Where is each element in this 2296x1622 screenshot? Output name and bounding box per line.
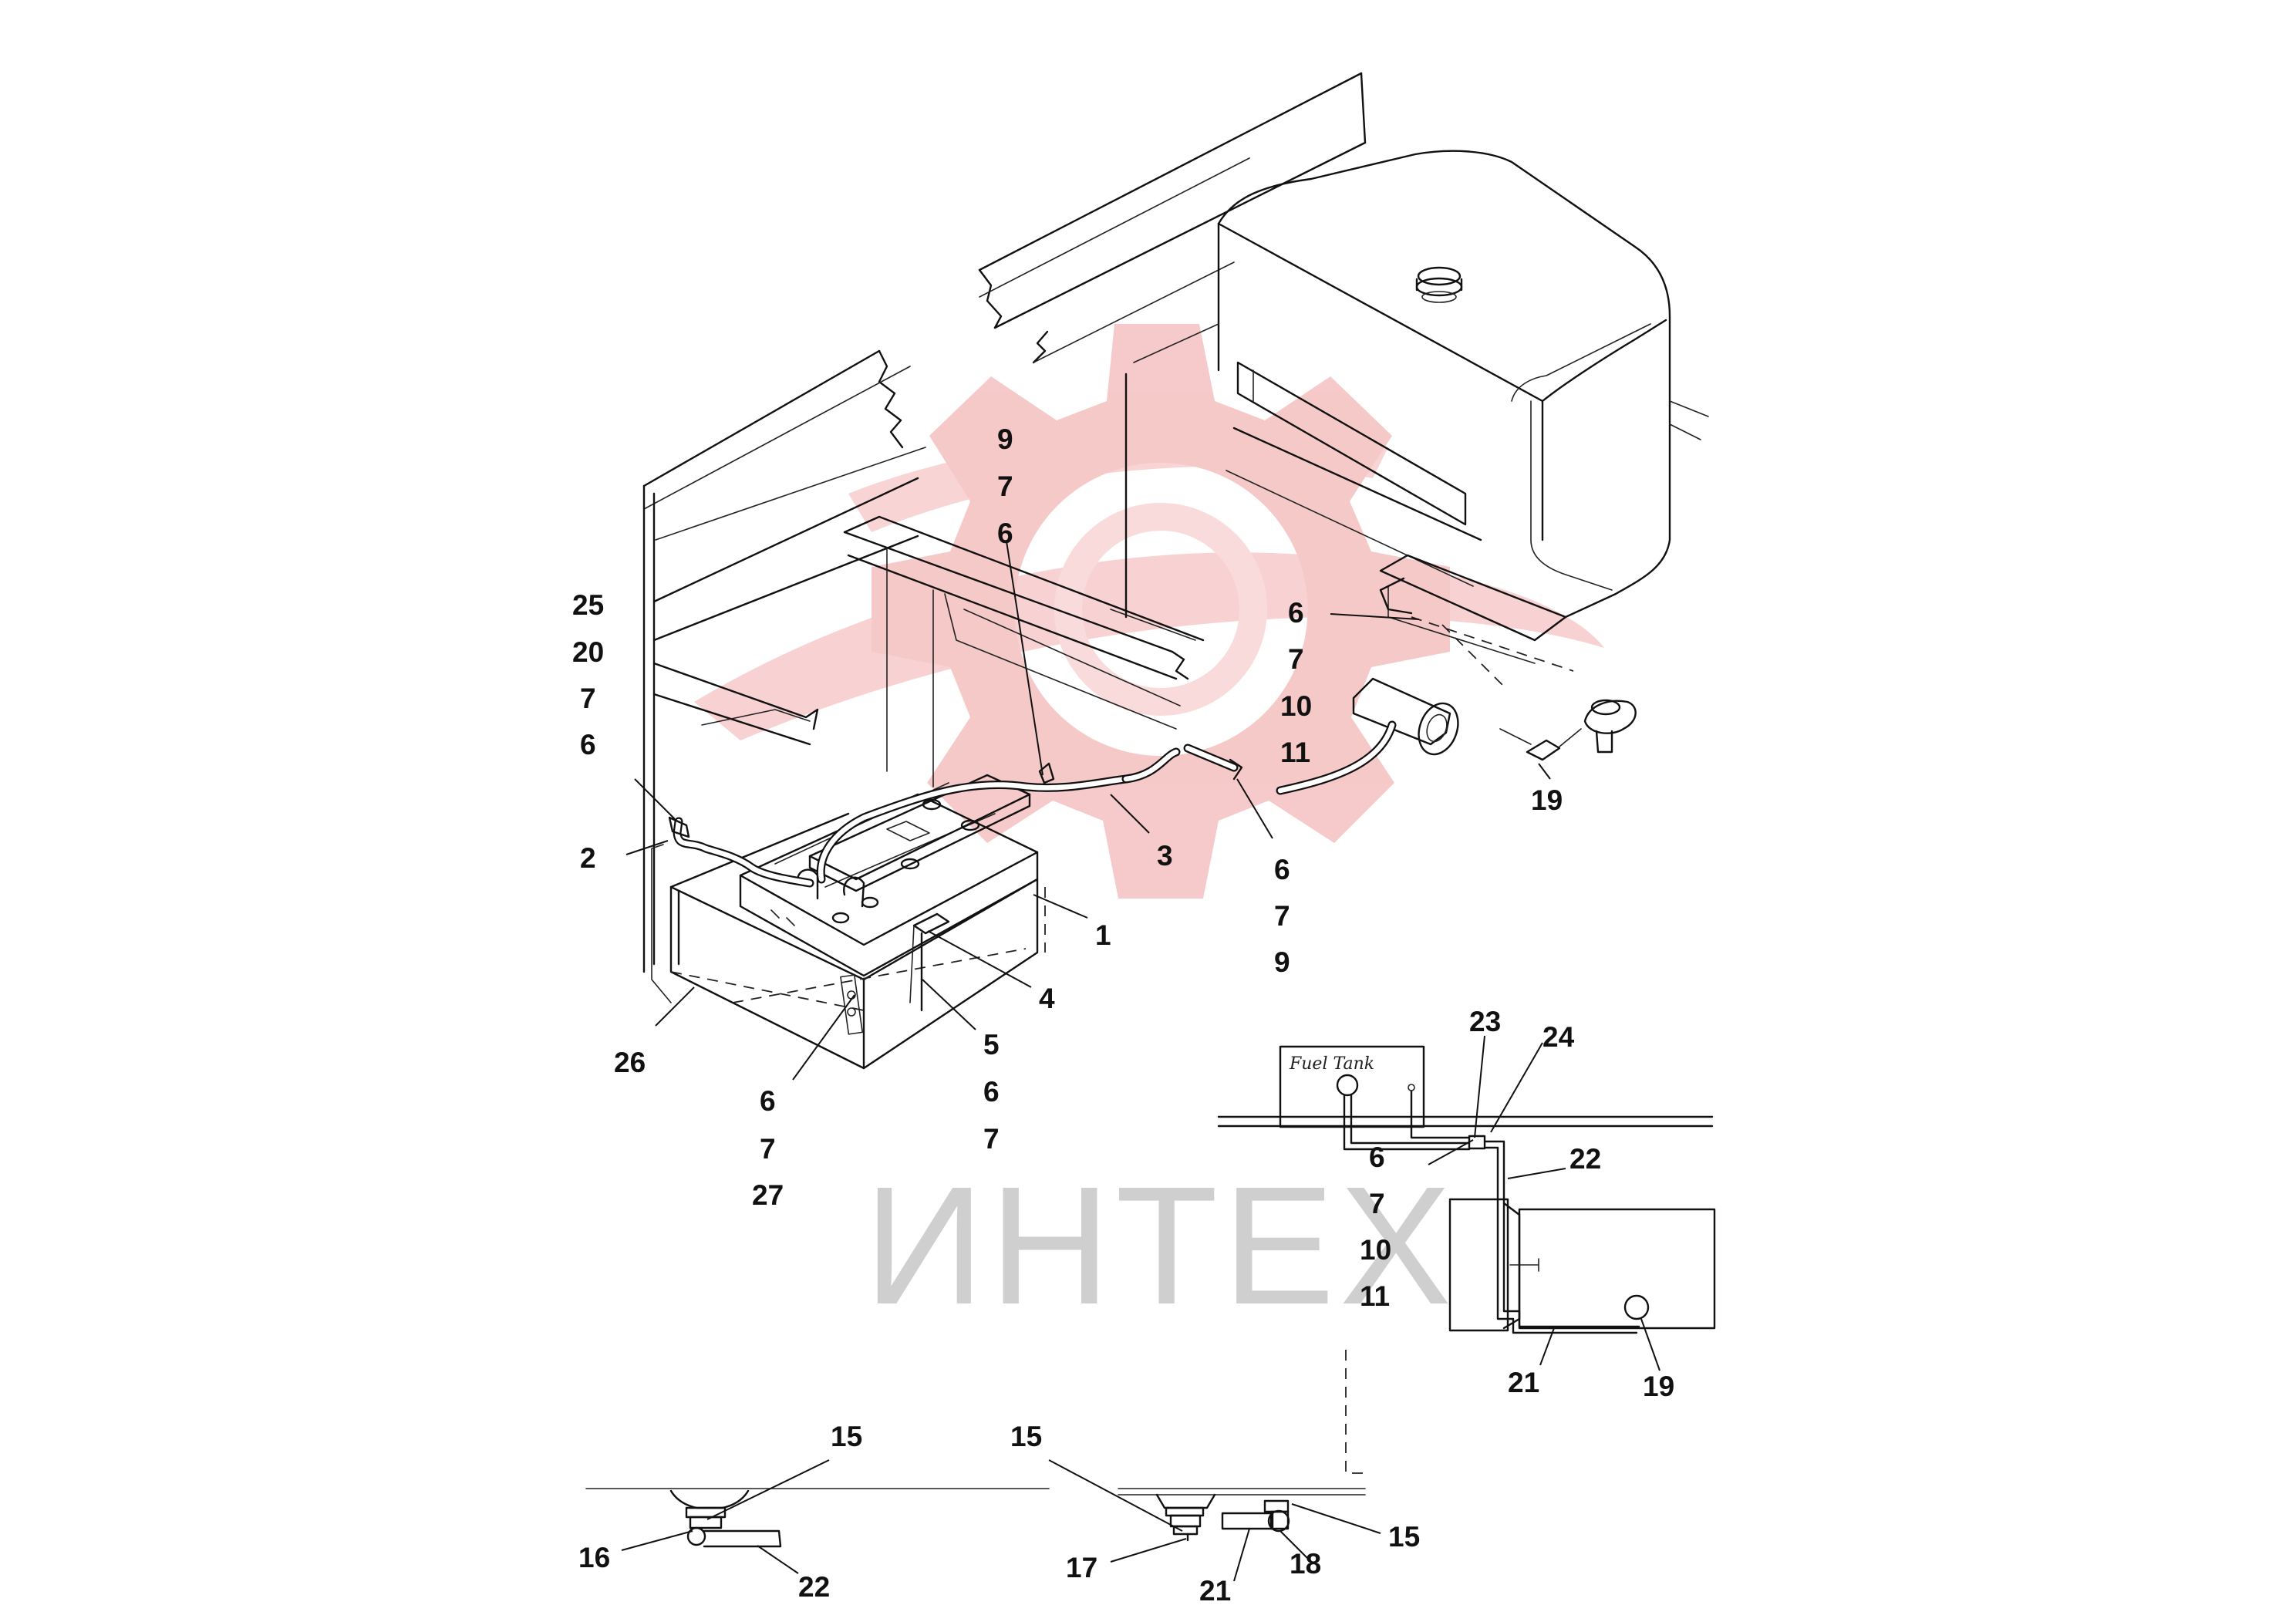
- callout-label: 24: [1542, 1021, 1575, 1053]
- callout-label: 4: [1039, 983, 1055, 1014]
- callout-fitting-b: 15 17 21 18 15: [1010, 1421, 1420, 1607]
- callout-label: 7: [1369, 1188, 1385, 1219]
- callout-label: 22: [1569, 1143, 1601, 1175]
- callout-label: 10: [1360, 1234, 1391, 1266]
- fitting-detail-a: [585, 1488, 1050, 1548]
- callout-label: 15: [1388, 1521, 1420, 1553]
- callout-label: 19: [1643, 1371, 1674, 1402]
- callout-label: 6: [760, 1085, 776, 1117]
- fuel-tank-panel-label: Fuel Tank: [1289, 1054, 1374, 1074]
- callout-tank-stack: 6 7 10 11: [1280, 597, 1312, 768]
- callout-label: 7: [760, 1133, 776, 1165]
- callout-label: 16: [578, 1542, 610, 1573]
- callout-label: 20: [572, 636, 604, 668]
- callout-label: 6: [983, 1076, 1000, 1108]
- callout-label: 7: [983, 1123, 1000, 1155]
- frame-rail-left: [642, 349, 926, 973]
- callout-label: 9: [997, 423, 1013, 455]
- callout-label: 6: [1369, 1141, 1385, 1173]
- callout-label: 1: [1095, 919, 1111, 951]
- callout-top-stack: 9 7 6: [997, 423, 1013, 549]
- callout-label: 26: [614, 1047, 646, 1078]
- callout-label: 6: [580, 729, 596, 760]
- callout-label: 11: [1360, 1280, 1390, 1312]
- callout-label: 25: [572, 589, 604, 621]
- callout-label: 7: [580, 683, 596, 714]
- callout-fitting-a: 15 16 22: [578, 1421, 862, 1603]
- callout-left-stack: 25 20 7 6: [572, 589, 604, 760]
- fitting-detail-b: [1118, 1488, 1366, 1542]
- callout-label: 17: [1066, 1552, 1097, 1583]
- callout-label: 19: [1531, 784, 1563, 816]
- callout-label: 11: [1280, 737, 1310, 768]
- callout-label: 15: [1010, 1421, 1042, 1452]
- callout-detail-labels: 23 24 22 6 7 10 11 21 19: [1360, 1006, 1674, 1402]
- callout-label: 6: [997, 518, 1013, 549]
- callout-label: 7: [997, 470, 1013, 502]
- fuel-filter: [1276, 677, 1459, 795]
- callout-label: 3: [1157, 840, 1173, 872]
- callout-mid-stack: 6 7 9: [1274, 854, 1290, 978]
- battery-cables: [651, 744, 1243, 1003]
- callout-label: 6: [1274, 854, 1290, 885]
- frame-rail-top: [978, 72, 1367, 364]
- callout-label: 27: [752, 1179, 784, 1211]
- watermark-gear-logo: [694, 324, 1604, 899]
- callout-label: 5: [983, 1029, 1000, 1061]
- callout-bottom-stack: 5 6 7: [983, 1029, 1000, 1155]
- callout-label: 6: [1288, 597, 1304, 629]
- callout-label: 9: [1274, 946, 1290, 978]
- callout-box-stack: 6 7 27: [752, 1085, 784, 1211]
- battery: [739, 774, 1039, 1012]
- callout-label: 23: [1469, 1006, 1501, 1037]
- callout-label: 22: [798, 1571, 830, 1603]
- callout-leaders: [621, 541, 1660, 1582]
- cross-member: [843, 515, 1205, 787]
- callout-label: 7: [1274, 900, 1290, 932]
- fuel-tank-detail: Fuel Tank: [1217, 1045, 1716, 1474]
- callout-label: 21: [1199, 1575, 1231, 1607]
- callout-label: 10: [1280, 690, 1312, 722]
- callout-label: 21: [1508, 1367, 1539, 1398]
- watermark-text: ИНТЕХ: [864, 1152, 1456, 1340]
- callout-label: 7: [1288, 643, 1304, 675]
- fuel-sender-unit: [1499, 699, 1637, 761]
- watermark-swoosh: [694, 552, 1604, 740]
- callout-label: 15: [831, 1421, 862, 1452]
- fuel-tank: [1124, 150, 1709, 687]
- callout-label: 18: [1290, 1548, 1321, 1580]
- watermark-swoosh-2: [848, 432, 1388, 532]
- callout-label: 2: [580, 842, 596, 874]
- watermark-ring: [1054, 503, 1267, 716]
